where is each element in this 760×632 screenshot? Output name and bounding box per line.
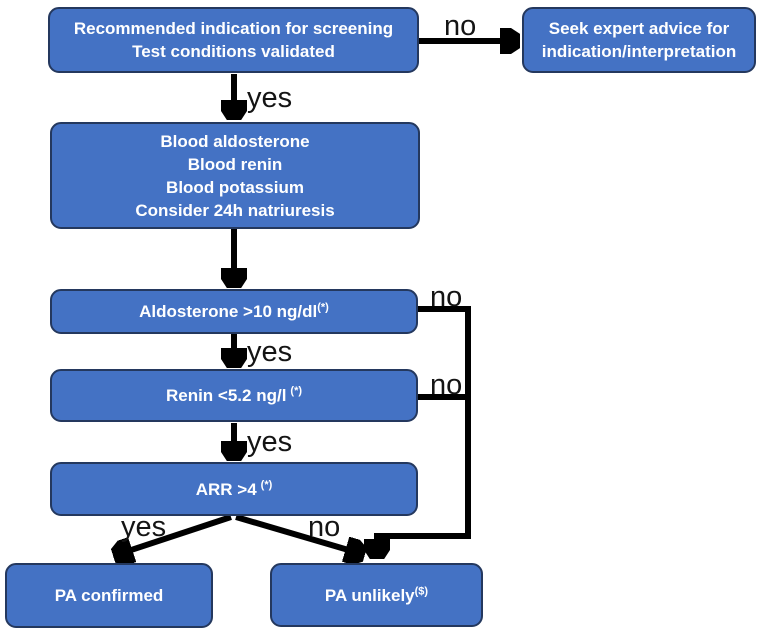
node-screening-line1: Recommended indication for screening xyxy=(73,19,394,38)
node-aldosterone-check: Aldosterone >10 ng/dl(*) xyxy=(50,289,418,334)
node-pa-unlikely-text: PA unlikely xyxy=(324,585,415,605)
node-tests-line3: Blood potassium xyxy=(166,177,304,197)
node-renin-check: Renin <5.2 ng/l(*) xyxy=(50,369,418,422)
node-renin-text-wrap: Renin <5.2 ng/l(*) xyxy=(166,384,302,407)
edge-label-renin-no: no xyxy=(430,369,463,401)
arrow-no-elbow-to-unlikely xyxy=(377,309,471,556)
edge-label-arr-no: no xyxy=(308,511,341,543)
node-arr-check: ARR >4(*) xyxy=(50,462,418,516)
arrow-arr-no-to-unlikely xyxy=(235,514,362,554)
node-tests-line1: Blood aldosterone xyxy=(160,131,310,151)
edge-label-aldosterone-yes: yes xyxy=(247,336,293,368)
node-pa-confirmed-text: PA confirmed xyxy=(54,586,164,605)
node-expert-line2: indication/interpretation xyxy=(541,42,737,61)
node-blood-tests: Blood aldosterone Blood renin Blood pota… xyxy=(50,122,420,229)
node-aldosterone-text: Aldosterone >10 ng/dl xyxy=(139,302,318,321)
edge-label-screening-yes: yes xyxy=(247,82,293,114)
node-arr-text-wrap: ARR >4(*) xyxy=(196,478,273,501)
node-pa-unlikely: PA unlikely($) xyxy=(270,563,483,627)
node-pa-unlikely-footnote-mark: ($) xyxy=(414,584,429,597)
node-screening-line2: Test conditions validated xyxy=(132,42,335,61)
node-arr-text: ARR >4 xyxy=(195,479,257,499)
edge-label-screening-no: no xyxy=(444,10,477,42)
node-pa-unlikely-text-wrap: PA unlikely($) xyxy=(325,584,428,607)
node-renin-footnote-mark: (*) xyxy=(290,385,303,398)
node-expert-advice: Seek expert advice for indication/interp… xyxy=(522,7,756,73)
node-screening-indication: Recommended indication for screening Tes… xyxy=(48,7,419,73)
node-pa-confirmed: PA confirmed xyxy=(5,563,213,628)
node-arr-footnote-mark: (*) xyxy=(260,478,273,491)
edge-label-aldosterone-no: no xyxy=(430,281,463,313)
node-aldosterone-text-wrap: Aldosterone >10 ng/dl(*) xyxy=(139,300,329,323)
node-tests-line4: Consider 24h natriuresis xyxy=(135,200,335,220)
node-expert-line1: Seek expert advice for xyxy=(548,19,730,38)
edge-label-renin-yes: yes xyxy=(247,426,293,458)
edge-label-arr-yes: yes xyxy=(121,511,167,543)
node-tests-line2: Blood renin xyxy=(187,154,283,174)
arrow-arr-yes-to-confirmed xyxy=(116,514,232,555)
node-aldosterone-footnote-mark: (*) xyxy=(317,301,329,314)
node-renin-text: Renin <5.2 ng/l xyxy=(165,386,287,405)
